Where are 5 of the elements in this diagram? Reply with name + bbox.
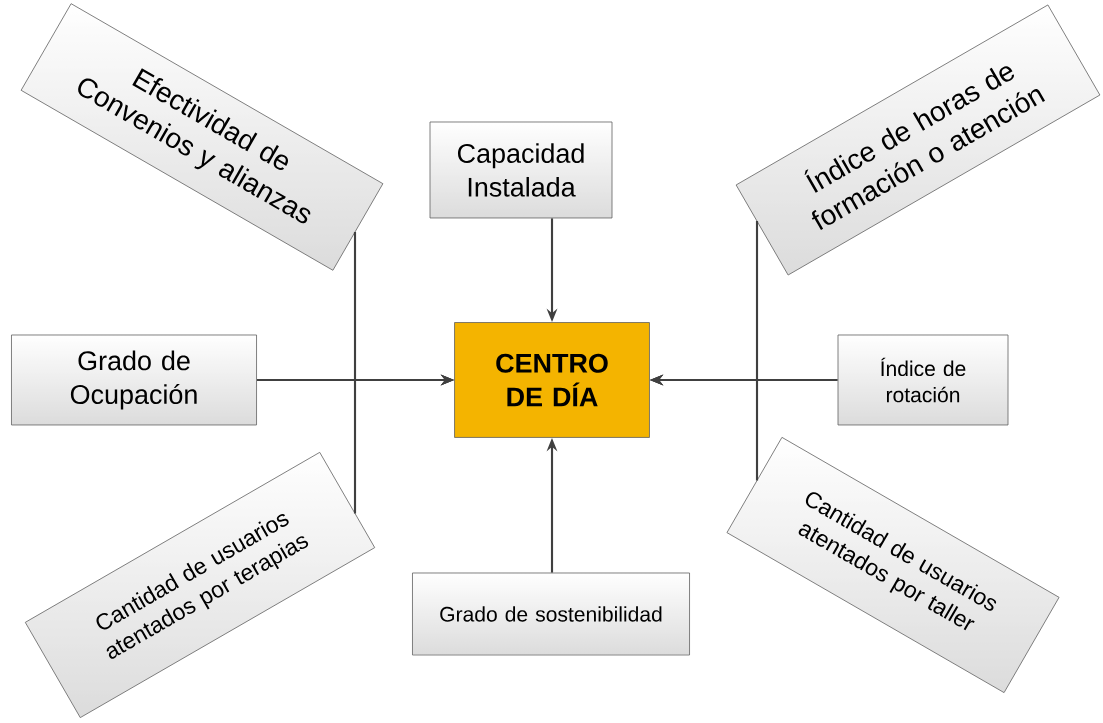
indicator-box: Grado de Ocupación	[11, 334, 257, 426]
indicator-box: Índice de rotación	[837, 334, 1009, 426]
indicator-box: Capacidad Instalada	[429, 121, 613, 219]
indicator-box: Grado de sostenibilidad	[412, 572, 690, 656]
center-box: CENTRO DE DÍA	[454, 322, 650, 438]
